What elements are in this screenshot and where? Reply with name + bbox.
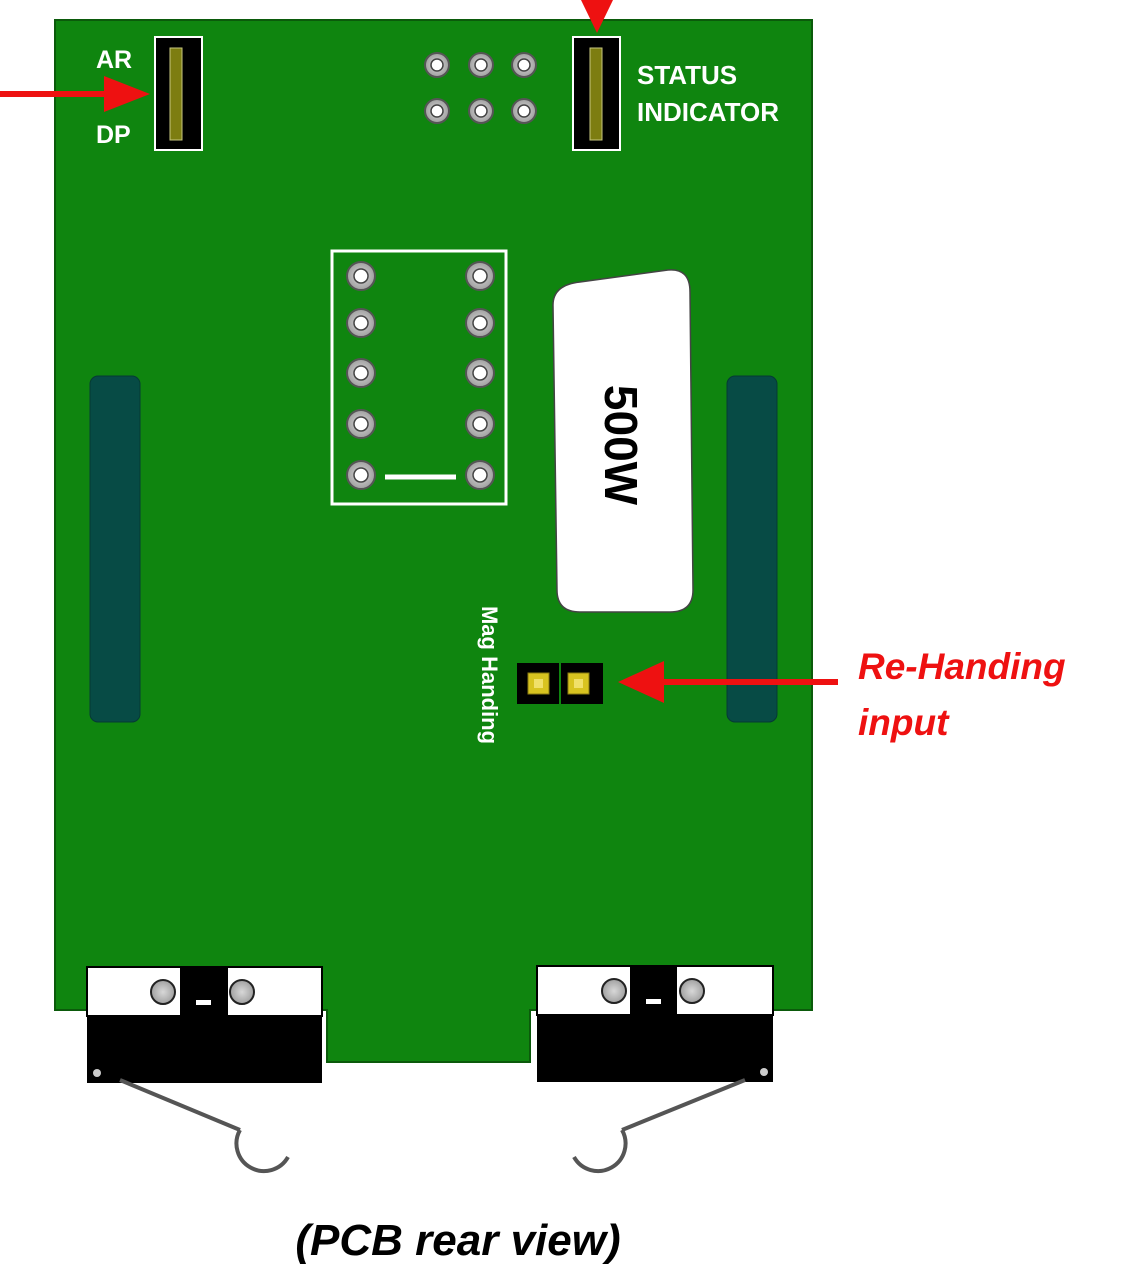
left-switch-roller xyxy=(234,1129,290,1174)
right-switch-lever xyxy=(621,1078,746,1132)
right-switch-roller xyxy=(572,1129,628,1174)
left-contact-pad xyxy=(89,375,141,723)
resistor-block: 500W xyxy=(552,269,694,613)
ic-socket xyxy=(330,249,508,506)
dp-label: DP xyxy=(96,121,131,149)
ar-dp-connector xyxy=(154,36,203,151)
right-contact-pad xyxy=(726,375,778,723)
rehanding-jumper xyxy=(517,663,603,704)
right-micro-switch xyxy=(536,965,774,1174)
ar-dp-arrow xyxy=(0,76,150,112)
caption: (PCB rear view) xyxy=(295,1216,620,1265)
ar-label: AR xyxy=(96,46,132,74)
pcb-board xyxy=(54,19,813,1063)
indicator-label: INDICATOR xyxy=(637,97,779,127)
rehanding-arrow xyxy=(618,661,838,703)
status-label: STATUS xyxy=(637,60,737,90)
status-indicator-connector xyxy=(572,36,621,151)
status-indicator-arrow xyxy=(581,0,613,33)
rehanding-label: Re-Handing xyxy=(858,646,1066,687)
mag-handing-label: Mag Handing xyxy=(477,606,502,744)
resistor-value-label: 500W xyxy=(595,385,647,506)
left-switch-lever xyxy=(119,1078,241,1132)
left-micro-switch xyxy=(86,966,323,1174)
rehanding-input-label: input xyxy=(858,702,950,743)
